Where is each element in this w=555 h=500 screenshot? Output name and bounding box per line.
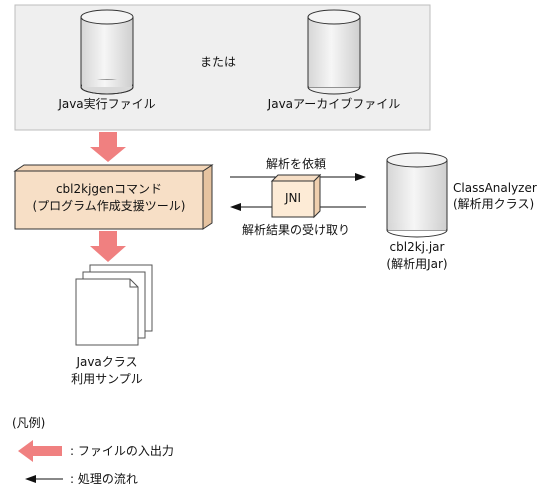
class-analyzer-label: ClassAnalyzer [453, 181, 537, 195]
command-box [13, 164, 214, 230]
class-analyzer-desc-label: (解析用クラス) [453, 197, 535, 211]
java-exec-file-cylinder [80, 9, 134, 95]
jar-cylinder [386, 152, 448, 238]
command-name-label: cbl2kjgenコマンド [55, 182, 163, 196]
legend-flow-label: : 処理の流れ [70, 472, 138, 486]
jni-box [270, 173, 322, 219]
legend-flow-arrow-icon [25, 475, 63, 483]
jni-label: JNI [284, 191, 302, 205]
output-line2-label: 利用サンプル [71, 372, 143, 386]
java-archive-file-cylinder [307, 9, 361, 95]
command-desc-label: (プログラム作成支援ツール) [32, 199, 186, 213]
output-line1-label: Javaクラス [76, 355, 138, 369]
request-label: 解析を依頼 [265, 157, 326, 171]
document-stack [75, 264, 153, 346]
receive-label: 解析結果の受け取り [241, 223, 350, 237]
java-archive-file-label: Javaアーカイブファイル [267, 97, 401, 111]
file-io-arrow-down-2 [90, 231, 126, 262]
file-io-arrow-down-1 [90, 132, 126, 162]
jar-file-label: cbl2kj.jar [389, 240, 445, 254]
or-label: または [199, 55, 236, 69]
legend-file-io-label: : ファイルの入出力 [70, 444, 174, 458]
legend-title: (凡例) [12, 416, 46, 430]
jar-file-desc-label: (解析用Jar) [386, 257, 448, 271]
java-exec-file-label: Java実行ファイル [58, 97, 156, 111]
legend-io-arrow-icon [18, 440, 62, 462]
